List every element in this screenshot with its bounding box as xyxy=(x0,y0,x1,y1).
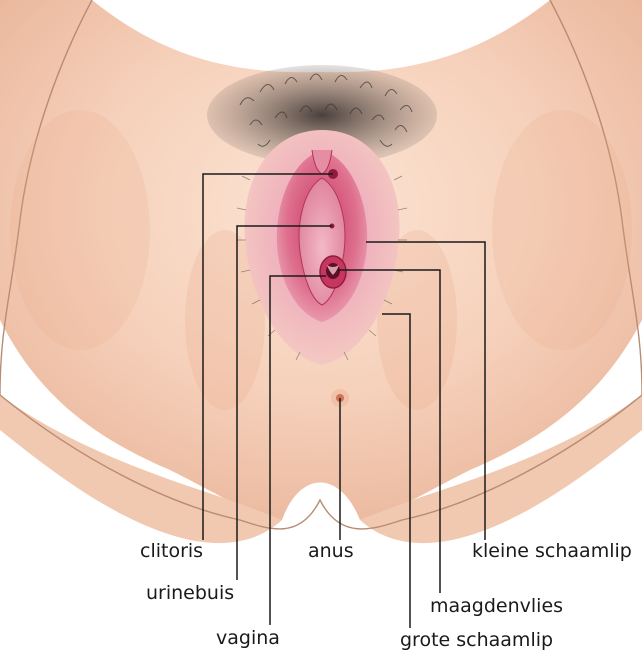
label-kleine-schaamlip: kleine schaamlip xyxy=(472,542,632,561)
label-grote-schaamlip: grote schaamlip xyxy=(400,631,553,650)
hip-shade-left xyxy=(10,110,150,350)
label-urinebuis: urinebuis xyxy=(146,584,234,603)
label-maagdenvlies: maagdenvlies xyxy=(430,597,563,616)
label-clitoris: clitoris xyxy=(140,542,203,561)
label-vagina: vagina xyxy=(216,629,280,648)
label-anus: anus xyxy=(308,542,354,561)
hip-shade-right xyxy=(492,110,632,350)
